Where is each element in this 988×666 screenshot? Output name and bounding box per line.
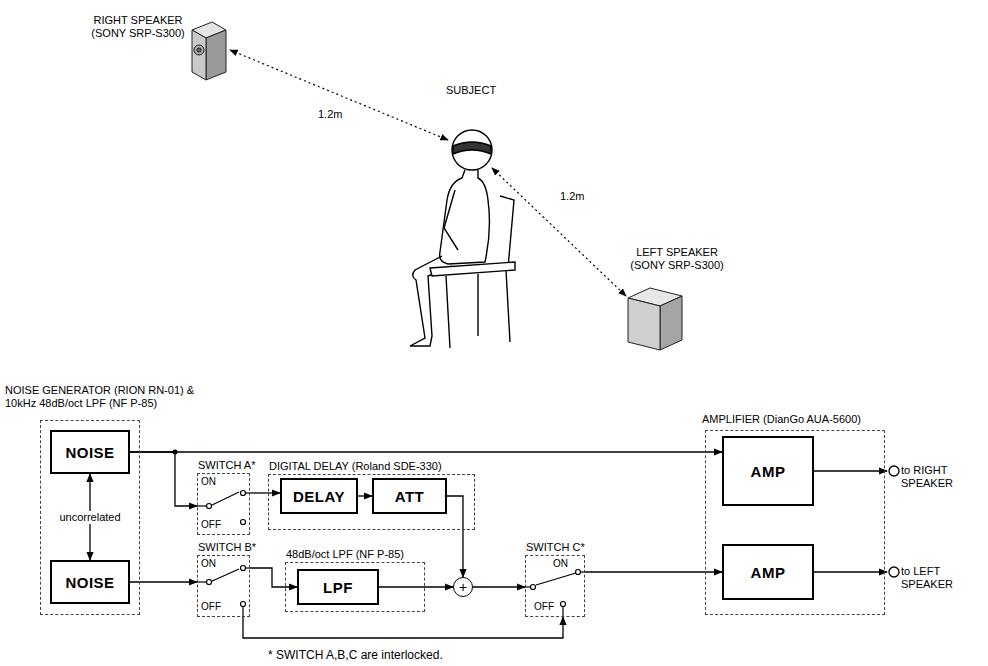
amplifier-group: AMPLIFIER (DianGo AUA-5600)AMPAMP [705, 430, 885, 615]
box-label: DELAY [293, 488, 345, 505]
switch-box: SWITCH B*ONOFF [197, 555, 250, 617]
note: * SWITCH A,B,C are interlocked. [268, 648, 443, 662]
lpf-box: LPF [297, 569, 379, 605]
box-label: NOISE [65, 574, 114, 591]
signal-connector [358, 495, 372, 496]
distance-line [492, 168, 626, 296]
signal-connector [447, 496, 463, 577]
group-heading: AMPLIFIER (DianGo AUA-5600) [702, 413, 861, 426]
switch-contacts [197, 566, 250, 618]
group-heading: SWITCH B* [198, 541, 256, 554]
left-speaker [628, 288, 682, 350]
output-terminal [814, 466, 899, 577]
switch-position: OFF [201, 601, 221, 612]
box-label: ATT [395, 488, 425, 505]
signal-connector [250, 568, 297, 587]
group-heading: DIGITAL DELAY (Roland SDE-330) [269, 460, 442, 473]
attenuator-box: ATT [372, 478, 447, 514]
right-speaker [192, 22, 226, 80]
switch-contacts [525, 570, 585, 618]
delay-group: DIGITAL DELAY (Roland SDE-330)DELAYATT [268, 474, 475, 530]
summing-node: + [453, 577, 473, 597]
switch-position: OFF [201, 519, 221, 530]
noise-box: NOISE [50, 430, 130, 474]
noise-box: NOISE [50, 560, 130, 604]
group-heading: SWITCH C* [526, 541, 585, 554]
signal-connector [130, 581, 197, 582]
box-label: LPF [323, 579, 353, 596]
distance-label: 1.2m [560, 190, 584, 203]
delay-box: DELAY [280, 478, 358, 514]
filter-group: 48dB/oct LPF (NF P-85)LPF [285, 562, 425, 612]
speaker-label: LEFT SPEAKER (SONY SRP-S300) [622, 246, 732, 272]
speaker-label: RIGHT SPEAKER (SONY SRP-S300) [88, 14, 188, 40]
terminal-label: to LEFT SPEAKER [901, 565, 963, 591]
group-heading: NOISE GENERATOR (RION RN-01) & 10kHz 48d… [5, 384, 205, 410]
sum-symbol: + [459, 580, 467, 594]
signal-connector [130, 451, 722, 452]
distance-line [230, 50, 448, 140]
subject-figure [410, 130, 515, 348]
subject-label: SUBJECT [446, 84, 496, 97]
group-heading: SWITCH A* [198, 459, 255, 472]
amp-box: AMP [722, 544, 814, 600]
box-label: AMP [751, 463, 786, 480]
switch-box: SWITCH A*ONOFF [197, 473, 250, 535]
group-heading: 48dB/oct LPF (NF P-85) [286, 548, 404, 561]
signal-connector [250, 492, 280, 493]
signal-connector [130, 452, 197, 506]
box-label: AMP [751, 564, 786, 581]
terminal-label: to RIGHT SPEAKER [901, 464, 963, 490]
switch-position: ON [553, 558, 568, 569]
signal-connector [585, 571, 722, 572]
distance-label: 1.2m [318, 108, 342, 121]
edge-label: uncorrelated [57, 511, 122, 524]
signal-connector [243, 617, 563, 638]
signal-connector [379, 586, 453, 587]
switch-position: OFF [534, 601, 554, 612]
switch-position: ON [201, 476, 216, 487]
switch-box: SWITCH C*ONOFF [525, 555, 585, 617]
amp-box: AMP [722, 436, 814, 506]
box-label: NOISE [65, 444, 114, 461]
signal-connector [473, 586, 525, 587]
switch-position: ON [201, 558, 216, 569]
